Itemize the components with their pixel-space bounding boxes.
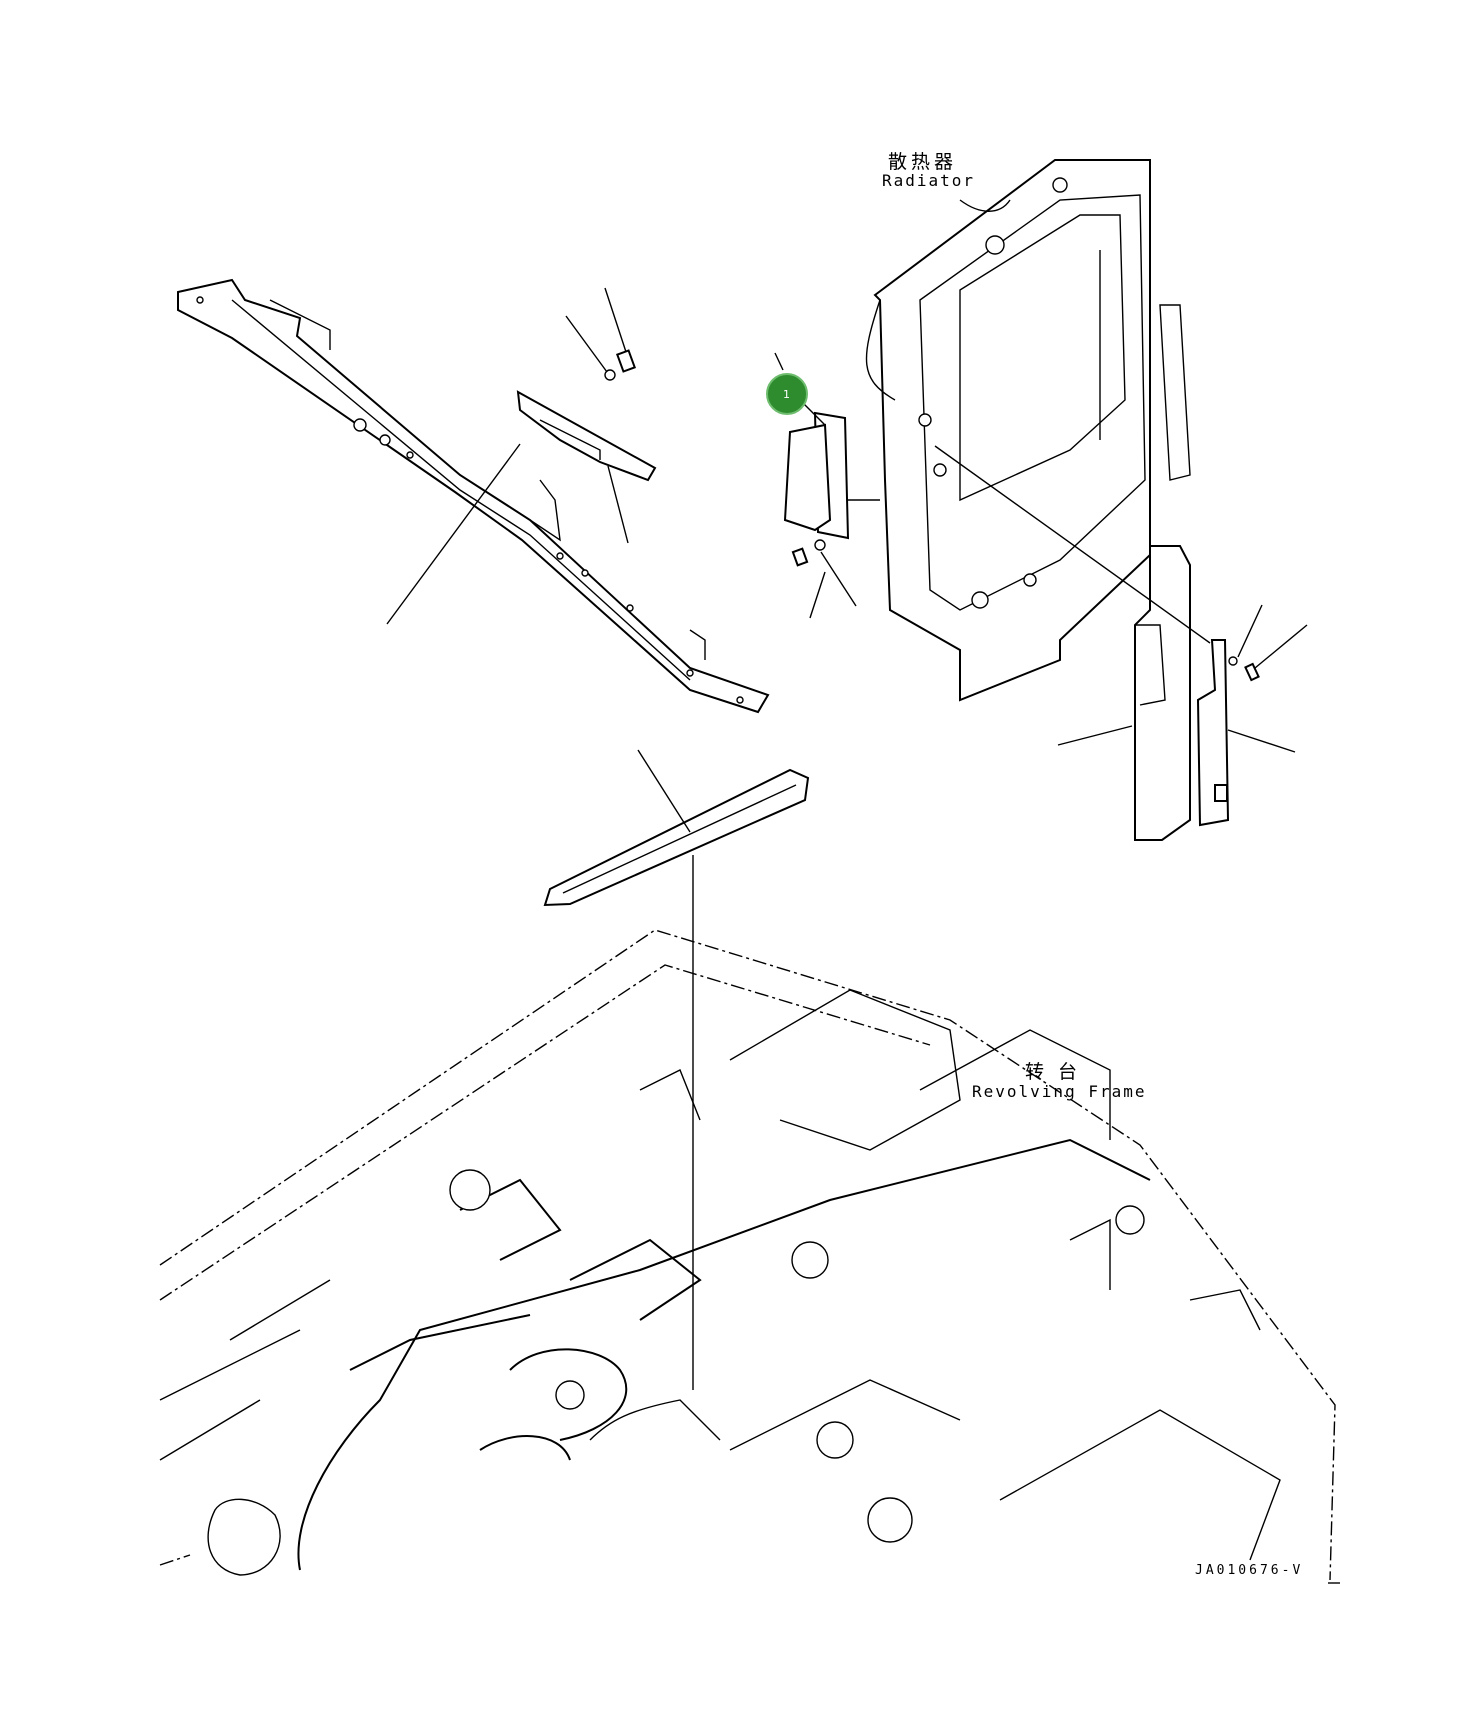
radiator-label-cn: 散热器 [888, 151, 957, 173]
revolving-frame [159, 929, 1336, 1581]
leader-lines [386, 287, 1308, 1390]
side-guard [1134, 545, 1191, 841]
drawing-code: JA010676-V [1195, 1563, 1303, 1578]
seal-strip [543, 768, 810, 907]
top-bracket [516, 390, 657, 482]
cover-plate [783, 411, 850, 540]
revolving-frame-label-cn: 转 台 [1025, 1061, 1081, 1083]
beam-holes [196, 296, 744, 704]
callout-1-circle[interactable] [766, 373, 808, 415]
side-bracket [1196, 639, 1230, 827]
upper-beam [177, 278, 770, 714]
radiator [865, 159, 1191, 702]
callout-1-number[interactable]: 1 [783, 388, 790, 401]
callout-1[interactable]: 1 [766, 373, 808, 415]
top-bolts [604, 349, 636, 381]
radiator-label-en: Radiator [882, 171, 975, 190]
side-bolts [1228, 656, 1260, 682]
plate-bolts [791, 539, 826, 567]
